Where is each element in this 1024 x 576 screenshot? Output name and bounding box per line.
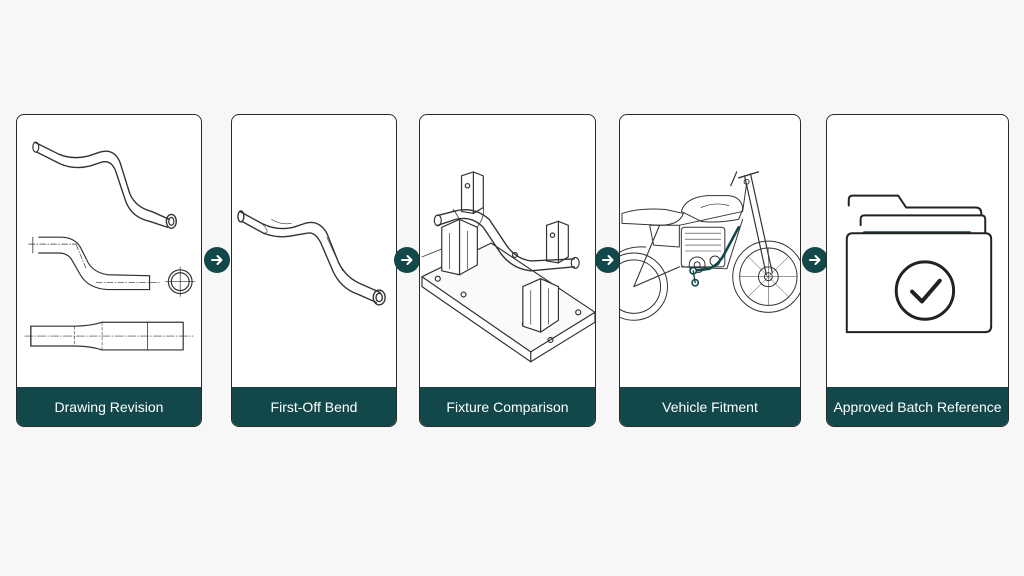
- step-label: Approved Batch Reference: [827, 387, 1008, 426]
- arrow-right-icon: [204, 247, 230, 273]
- pipe-drawing-illustration: [17, 115, 201, 389]
- tube-fixture-illustration: [420, 115, 595, 389]
- bent-tube-illustration: [232, 115, 396, 389]
- arrow-right-icon: [595, 247, 621, 273]
- step-card-drawing-revision: Drawing Revision: [16, 114, 202, 427]
- arrow-right-icon: [394, 247, 420, 273]
- arrow-right-icon: [802, 247, 828, 273]
- step-label: Vehicle Fitment: [620, 387, 800, 426]
- folder-check-icon: [827, 115, 1008, 389]
- step-label: First-Off Bend: [232, 387, 396, 426]
- step-card-vehicle-fitment: Vehicle Fitment: [619, 114, 801, 427]
- step-card-approved-batch-reference: Approved Batch Reference: [826, 114, 1009, 427]
- step-card-first-off-bend: First-Off Bend: [231, 114, 397, 427]
- motorcycle-illustration: [620, 115, 800, 389]
- step-card-fixture-comparison: Fixture Comparison: [419, 114, 596, 427]
- step-label: Fixture Comparison: [420, 387, 595, 426]
- step-label: Drawing Revision: [17, 387, 201, 426]
